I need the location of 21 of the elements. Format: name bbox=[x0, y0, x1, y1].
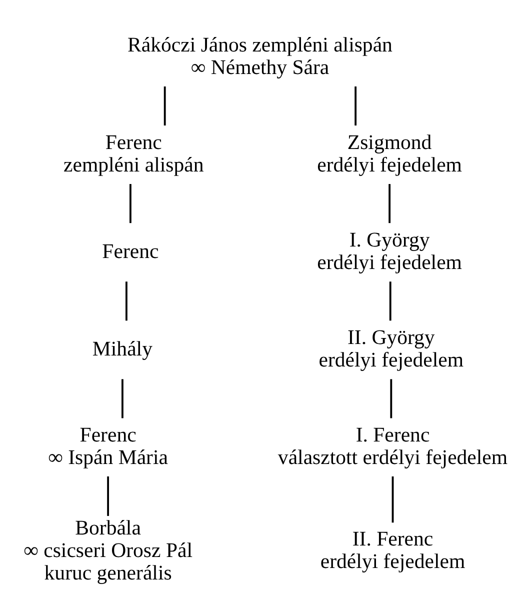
node-text: Zsigmond erdélyi fejedelem bbox=[317, 130, 462, 176]
connector bbox=[388, 184, 391, 224]
node-text: Ferenc ∞ Ispán Mária bbox=[48, 424, 168, 470]
connector bbox=[389, 282, 392, 321]
node-text: Borbála ∞ csicseri Orosz Pál kuruc generális bbox=[24, 516, 193, 584]
connector bbox=[390, 379, 392, 418]
connector bbox=[392, 476, 394, 523]
connector bbox=[164, 86, 166, 126]
node-text: Ferenc bbox=[102, 240, 159, 263]
node-text: II. Ferenc erdélyi fejedelem bbox=[320, 528, 466, 574]
node-text: Rákóczi János zempléni alispán ∞ Némethy Sára bbox=[128, 33, 392, 79]
node-text: I. György erdélyi fejedelem bbox=[317, 228, 462, 274]
connector bbox=[354, 86, 357, 126]
node-text: Mihály bbox=[92, 337, 152, 360]
node-text: Ferenc zempléni alispán bbox=[64, 130, 204, 176]
node-text: II. György erdélyi fejedelem bbox=[318, 326, 464, 372]
connector bbox=[107, 476, 110, 516]
connector bbox=[126, 282, 128, 321]
connector bbox=[122, 379, 124, 418]
node-text: I. Ferenc választott erdélyi fejedelem bbox=[278, 424, 508, 470]
connector bbox=[129, 184, 132, 224]
